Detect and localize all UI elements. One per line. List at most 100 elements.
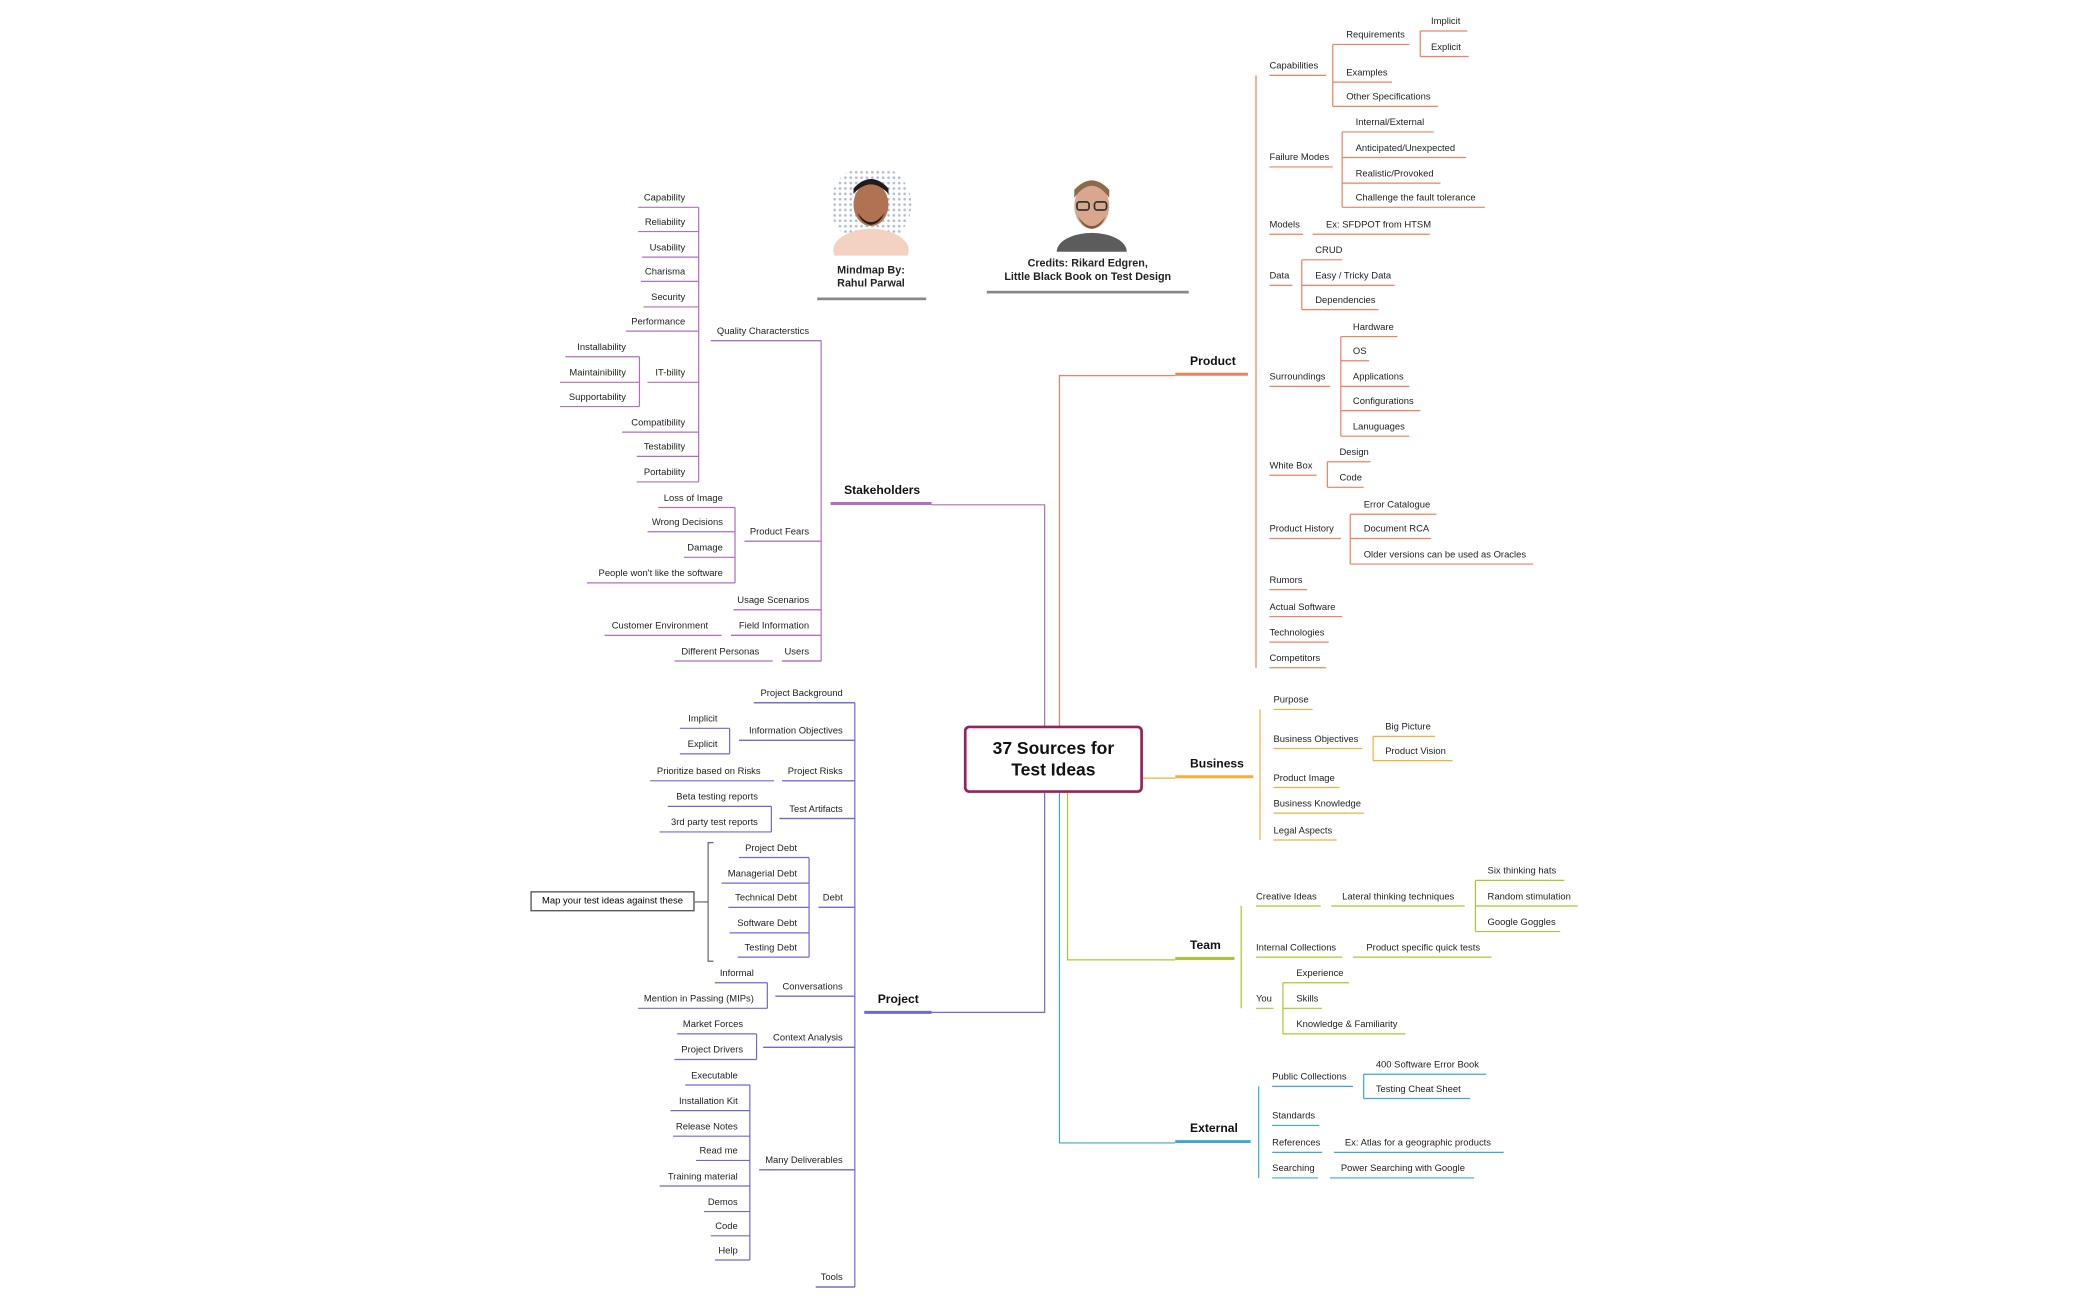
topic-lateral-thinking-techniques[interactable]: Lateral thinking techniques: [1342, 892, 1455, 902]
topic-knowledge-familiarity[interactable]: Knowledge & Familiarity: [1296, 1020, 1398, 1030]
topic-prioritize-based-on-risks[interactable]: Prioritize based on Risks: [656, 767, 761, 777]
topic-managerial-debt[interactable]: Managerial Debt: [727, 869, 797, 880]
topic-applications[interactable]: Applications: [1352, 372, 1404, 383]
topic-project-background[interactable]: Project Background: [760, 689, 843, 699]
topic-conversations[interactable]: Conversations: [782, 982, 843, 993]
topic-charisma[interactable]: Charisma: [644, 267, 686, 278]
topic-easy-tricky-data[interactable]: Easy / Tricky Data: [1315, 271, 1392, 282]
topic-release-notes[interactable]: Release Notes: [675, 1122, 738, 1133]
topic-usability[interactable]: Usability: [649, 243, 686, 254]
topic-product-fears[interactable]: Product Fears: [749, 527, 810, 538]
topic-reliability[interactable]: Reliability: [644, 218, 686, 228]
topic-configurations[interactable]: Configurations: [1352, 397, 1414, 407]
topic-anticipated-unexpected[interactable]: Anticipated/Unexpected: [1355, 144, 1456, 154]
topic-actual-software[interactable]: Actual Software: [1269, 603, 1336, 613]
topic-product-specific-quick-tests[interactable]: Product specific quick tests: [1366, 943, 1481, 954]
branch-product[interactable]: Product: [1190, 354, 1236, 368]
topic-older-versions-can-be-used-as-oracles[interactable]: Older versions can be used as Oracles: [1363, 550, 1527, 561]
topic-mention-in-passing-mips[interactable]: Mention in Passing (MIPs): [643, 994, 754, 1005]
topic-installation-kit[interactable]: Installation Kit: [679, 1097, 738, 1107]
branch-external[interactable]: External: [1190, 1121, 1238, 1135]
topic-beta-testing-reports[interactable]: Beta testing reports: [676, 792, 758, 803]
topic-skills[interactable]: Skills: [1296, 994, 1319, 1005]
topic-project-risks[interactable]: Project Risks: [787, 767, 843, 777]
topic-capabilities[interactable]: Capabilities: [1269, 61, 1319, 72]
topic-400-software-error-book[interactable]: 400 Software Error Book: [1375, 1060, 1480, 1071]
topic-technologies[interactable]: Technologies: [1269, 628, 1325, 639]
topic-help[interactable]: Help: [718, 1246, 738, 1257]
topic-maintainibility[interactable]: Maintainibility: [569, 368, 626, 379]
topic-informal[interactable]: Informal: [719, 969, 754, 979]
topic-dependencies[interactable]: Dependencies: [1315, 296, 1376, 306]
topic-models[interactable]: Models: [1269, 220, 1300, 231]
topic-implicit[interactable]: Implicit: [688, 714, 718, 725]
topic-it-bility[interactable]: IT-bility: [655, 368, 686, 379]
topic-damage[interactable]: Damage: [687, 543, 723, 554]
topic-purpose[interactable]: Purpose: [1273, 695, 1309, 706]
topic-testability[interactable]: Testability: [643, 442, 686, 453]
topic-product-vision[interactable]: Product Vision: [1385, 747, 1446, 757]
topic-testing-debt[interactable]: Testing Debt: [744, 943, 797, 954]
topic-market-forces[interactable]: Market Forces: [682, 1020, 744, 1030]
topic-customer-environment[interactable]: Customer Environment: [611, 621, 709, 632]
topic-implicit[interactable]: Implicit: [1431, 17, 1461, 27]
topic-compatibility[interactable]: Compatibility: [631, 418, 686, 429]
topic-tools[interactable]: Tools: [820, 1273, 843, 1283]
topic-searching[interactable]: Searching: [1272, 1164, 1315, 1174]
topic-lanuguages[interactable]: Lanuguages: [1352, 422, 1405, 433]
topic-3rd-party-test-reports[interactable]: 3rd party test reports: [670, 818, 758, 828]
topic-debt[interactable]: Debt: [822, 893, 843, 904]
topic-experience[interactable]: Experience: [1296, 969, 1344, 979]
topic-security[interactable]: Security: [651, 293, 686, 303]
topic-technical-debt[interactable]: Technical Debt: [735, 893, 797, 904]
topic-standards[interactable]: Standards: [1272, 1111, 1316, 1122]
topic-product-image[interactable]: Product Image: [1273, 774, 1335, 784]
topic-document-rca[interactable]: Document RCA: [1363, 525, 1430, 535]
branch-team[interactable]: Team: [1190, 938, 1221, 952]
topic-os[interactable]: OS: [1352, 347, 1367, 357]
topic-demos[interactable]: Demos: [707, 1198, 738, 1208]
topic-ex-sfdpot-from-htsm[interactable]: Ex: SFDPOT from HTSM: [1326, 220, 1432, 231]
topic-performance[interactable]: Performance: [631, 317, 686, 328]
topic-product-history[interactable]: Product History: [1269, 525, 1334, 535]
topic-rumors[interactable]: Rumors: [1269, 576, 1303, 586]
topic-quality-characterstics[interactable]: Quality Characterstics: [716, 327, 810, 337]
branch-business[interactable]: Business: [1190, 756, 1244, 771]
topic-executable[interactable]: Executable: [691, 1071, 738, 1081]
topic-references[interactable]: References: [1272, 1138, 1321, 1149]
topic-power-searching-with-google[interactable]: Power Searching with Google: [1340, 1164, 1465, 1174]
topic-different-personas[interactable]: Different Personas: [681, 647, 760, 657]
topic-challenge-the-fault-tolerance[interactable]: Challenge the fault tolerance: [1355, 193, 1476, 204]
topic-examples[interactable]: Examples: [1346, 68, 1388, 79]
topic-other-specifications[interactable]: Other Specifications: [1346, 92, 1431, 103]
topic-portability[interactable]: Portability: [643, 468, 686, 478]
topic-test-artifacts[interactable]: Test Artifacts: [789, 805, 843, 815]
topic-error-catalogue[interactable]: Error Catalogue: [1363, 500, 1431, 511]
topic-business-objectives[interactable]: Business Objectives: [1273, 735, 1359, 745]
topic-read-me[interactable]: Read me: [699, 1146, 738, 1157]
topic-context-analysis[interactable]: Context Analysis: [773, 1033, 843, 1044]
topic-people-won-t-like-the-software[interactable]: People won't like the software: [598, 569, 723, 579]
topic-code[interactable]: Code: [715, 1222, 738, 1232]
topic-many-deliverables[interactable]: Many Deliverables: [765, 1156, 843, 1166]
topic-white-box[interactable]: White Box: [1269, 461, 1313, 472]
topic-surroundings[interactable]: Surroundings: [1269, 372, 1326, 383]
topic-random-stimulation[interactable]: Random stimulation: [1487, 892, 1571, 902]
topic-creative-ideas[interactable]: Creative Ideas: [1256, 892, 1317, 902]
topic-usage-scenarios[interactable]: Usage Scenarios: [737, 596, 810, 606]
topic-explicit[interactable]: Explicit: [687, 740, 718, 750]
topic-code[interactable]: Code: [1339, 473, 1362, 484]
topic-legal-aspects[interactable]: Legal Aspects: [1273, 826, 1333, 836]
topic-hardware[interactable]: Hardware: [1352, 323, 1394, 333]
topic-internal-collections[interactable]: Internal Collections: [1256, 943, 1337, 954]
topic-explicit[interactable]: Explicit: [1431, 43, 1461, 53]
topic-installability[interactable]: Installability: [577, 343, 626, 353]
topic-capability[interactable]: Capability: [643, 193, 686, 204]
topic-six-thinking-hats[interactable]: Six thinking hats: [1487, 866, 1557, 877]
topic-information-objectives[interactable]: Information Objectives: [748, 726, 843, 737]
topic-project-debt[interactable]: Project Debt: [745, 844, 797, 854]
topic-failure-modes[interactable]: Failure Modes: [1269, 153, 1330, 163]
branch-stakeholders[interactable]: Stakeholders: [844, 483, 921, 497]
topic-you[interactable]: You: [1256, 994, 1272, 1005]
topic-software-debt[interactable]: Software Debt: [737, 919, 797, 929]
